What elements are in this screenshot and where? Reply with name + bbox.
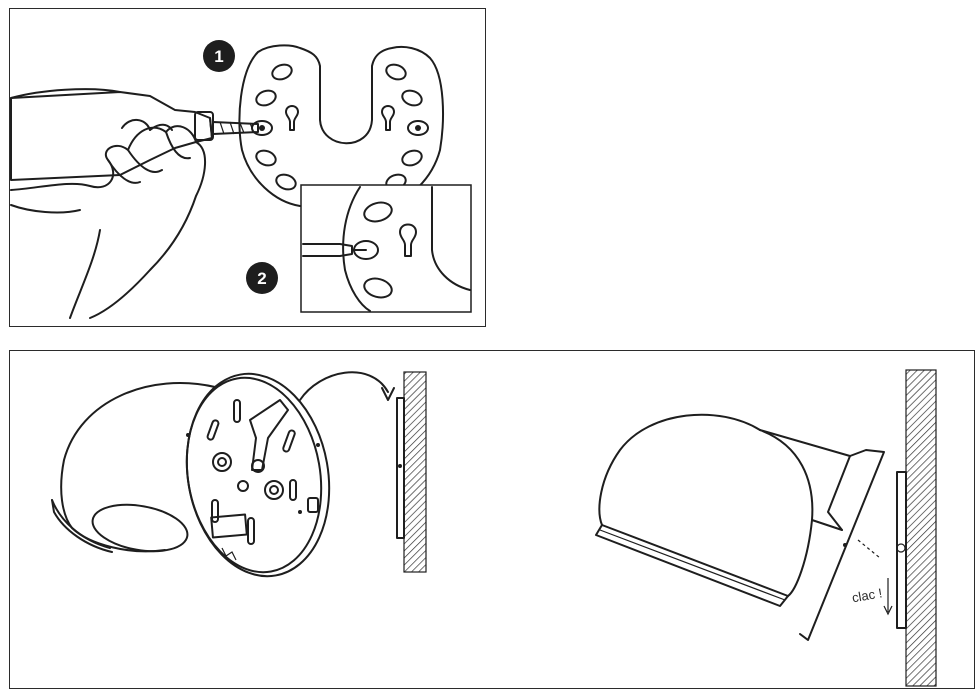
screwdriver-icon bbox=[302, 243, 367, 257]
drill-icon bbox=[10, 88, 259, 181]
down-arrow-icon bbox=[883, 578, 893, 616]
installation-step-panel-bottom bbox=[9, 350, 975, 689]
step-2-number: 2 bbox=[257, 269, 266, 288]
wall-icon-right bbox=[896, 369, 937, 687]
hand-icon bbox=[10, 119, 207, 319]
lamp-icon bbox=[51, 382, 216, 553]
step-2-badge: 2 bbox=[246, 262, 278, 294]
mounting-plate-icon bbox=[238, 44, 444, 207]
lamp-mounted-icon bbox=[595, 413, 885, 641]
step-1-badge: 1 bbox=[203, 40, 235, 72]
click-annotation: clac ! bbox=[851, 585, 883, 605]
detail-inset bbox=[300, 184, 472, 313]
rotate-arrow-icon bbox=[299, 371, 395, 401]
lamp-back-plate bbox=[185, 372, 331, 578]
wall-icon bbox=[396, 371, 427, 573]
step-1-number: 1 bbox=[214, 47, 223, 66]
